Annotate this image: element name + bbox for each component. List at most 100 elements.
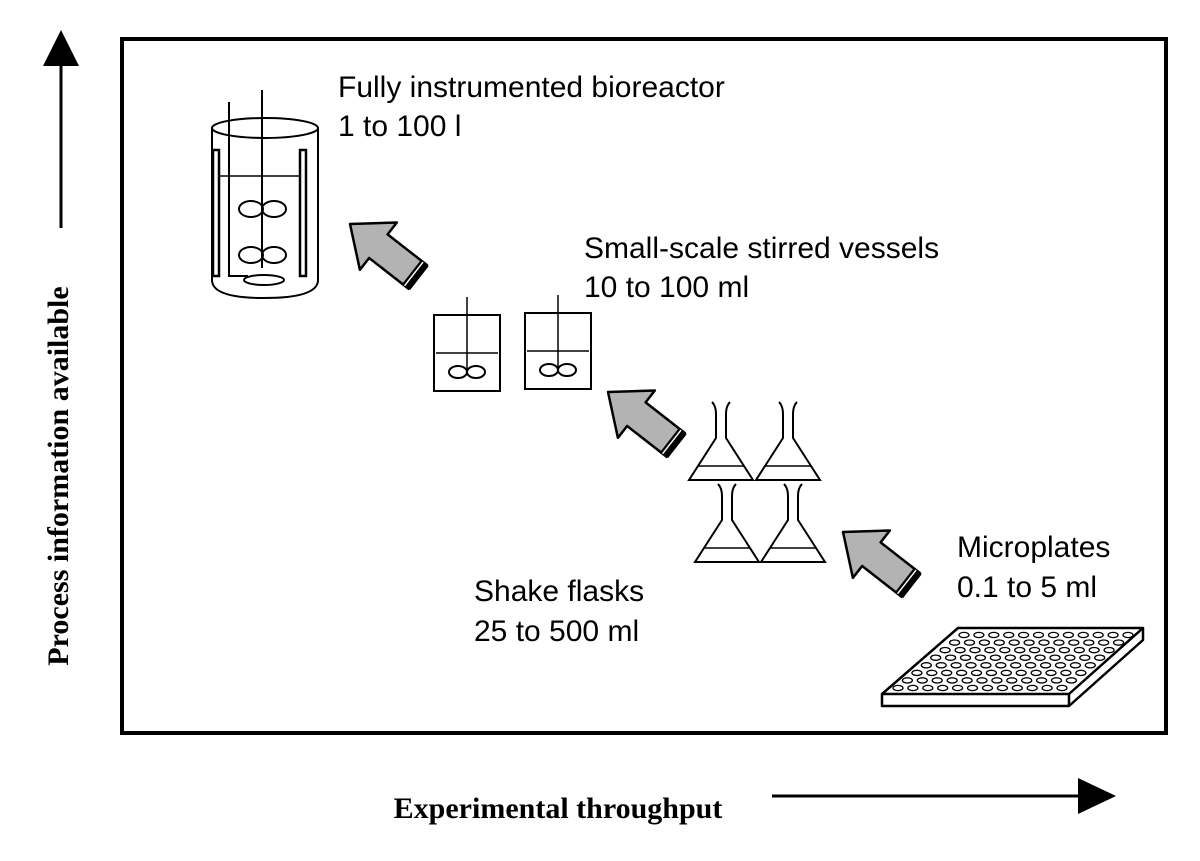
microplate-well: [1010, 662, 1022, 669]
microplate-well: [1032, 631, 1045, 639]
microplate-well: [989, 654, 1002, 661]
stirred-vessel-icon: [433, 296, 501, 392]
microplate-well: [978, 639, 991, 646]
microplate-well: [1047, 631, 1060, 639]
microplate-well: [1028, 646, 1041, 654]
microplate-well: [1008, 639, 1020, 646]
microplate-well: [980, 662, 992, 669]
stage-volume: 1 to 100 l: [338, 110, 461, 143]
microplate-well: [948, 639, 961, 646]
microplate-well: [974, 654, 987, 661]
microplate-well: [1039, 662, 1052, 669]
microplate-well: [1021, 677, 1033, 684]
stirred-vessel-icon: [524, 294, 592, 390]
scale-up-arrow: [588, 367, 698, 472]
shake-flasks-label: Shake flasks 25 to 500 ml: [474, 575, 644, 648]
microplate-well: [1084, 662, 1096, 669]
microplate-well: [1073, 646, 1085, 654]
microplate-well: [955, 669, 968, 677]
microplate-well: [1075, 669, 1087, 677]
bioreactor-icon: [211, 90, 319, 300]
microplate-well: [1038, 639, 1050, 646]
microplate-well: [1014, 646, 1026, 654]
microplate-icon: [880, 626, 1145, 708]
microplate-well: [1107, 631, 1119, 639]
y-axis-arrow: [43, 30, 79, 228]
microplate-well: [1092, 631, 1104, 639]
microplate-well: [1112, 639, 1125, 646]
stage-volume: 10 to 100 ml: [584, 271, 749, 304]
microplate-well: [1035, 677, 1048, 684]
microplate-well: [920, 662, 932, 669]
microplate-well: [973, 631, 985, 639]
x-axis-arrow: [772, 778, 1116, 814]
microplate-well: [1004, 654, 1016, 661]
microplate-well: [1056, 684, 1068, 692]
microplate-well: [1053, 639, 1065, 646]
microplate-well: [1077, 631, 1089, 639]
microplate-well: [1015, 669, 1027, 677]
microplate-well: [930, 654, 942, 661]
microplate-well: [1017, 631, 1030, 639]
y-axis-label: Process information available: [42, 286, 75, 665]
microplate-well: [907, 684, 919, 692]
microplate-well: [941, 669, 953, 677]
microplate-well: [1062, 631, 1075, 639]
microplate-well: [950, 662, 962, 669]
stage-name: Small-scale stirred vessels: [584, 232, 939, 265]
microplate-well: [1068, 639, 1080, 646]
microplate-well: [1088, 646, 1100, 654]
stage-name: Fully instrumented bioreactor: [338, 71, 725, 104]
shake-flask-icon: [694, 483, 760, 563]
microplate-well: [1103, 646, 1115, 654]
microplate-well: [1041, 684, 1053, 692]
microplate-well: [1083, 639, 1095, 646]
microplate-well: [970, 669, 983, 677]
stage-volume: 0.1 to 5 ml: [957, 571, 1097, 604]
microplate-well: [1094, 654, 1106, 661]
x-axis-label: Experimental throughput: [394, 792, 723, 825]
microplate-well: [937, 684, 949, 692]
microplate-well: [1079, 654, 1091, 661]
microplate-well: [1050, 677, 1063, 684]
microplate-well: [1098, 639, 1110, 646]
microplate-well: [1045, 669, 1057, 677]
microplate-well: [1024, 662, 1037, 669]
microplate-well: [988, 631, 1000, 639]
microplate-well: [965, 662, 977, 669]
microplate-well: [993, 639, 1005, 646]
microplate-well: [901, 677, 914, 684]
microplate-well: [946, 677, 958, 684]
microplate-well: [966, 684, 979, 692]
microplate-well: [1000, 669, 1012, 677]
stage-volume: 25 to 500 ml: [474, 615, 639, 648]
microplate-well: [985, 669, 998, 677]
microplate-well: [954, 646, 966, 654]
microplate-well: [1060, 669, 1072, 677]
microplate-well: [976, 677, 988, 684]
microplate-well: [1049, 654, 1061, 661]
microplate-well: [926, 669, 938, 677]
microplate-well: [1043, 646, 1056, 654]
microplate-well: [1026, 684, 1038, 692]
microplate-well: [939, 646, 951, 654]
microplate-well: [1122, 631, 1134, 639]
stage-name: Microplates: [957, 531, 1110, 564]
microplate-well: [916, 677, 928, 684]
microplate-well: [991, 677, 1003, 684]
microplate-well: [958, 631, 970, 639]
microplate-well: [1065, 677, 1078, 684]
microplate-well: [892, 684, 904, 692]
microplate-well: [1034, 654, 1046, 661]
microplate-well: [963, 639, 976, 646]
microplate-well: [959, 654, 972, 661]
microplate-well: [931, 677, 943, 684]
stirred-vessels-label: Small-scale stirred vessels 10 to 100 ml: [584, 232, 939, 304]
microplate-well: [1006, 677, 1018, 684]
microplate-well: [981, 684, 994, 692]
plot-frame: [120, 37, 1168, 735]
microplate-well: [1003, 631, 1015, 639]
microplate-well: [996, 684, 1009, 692]
microplate-well: [951, 684, 964, 692]
